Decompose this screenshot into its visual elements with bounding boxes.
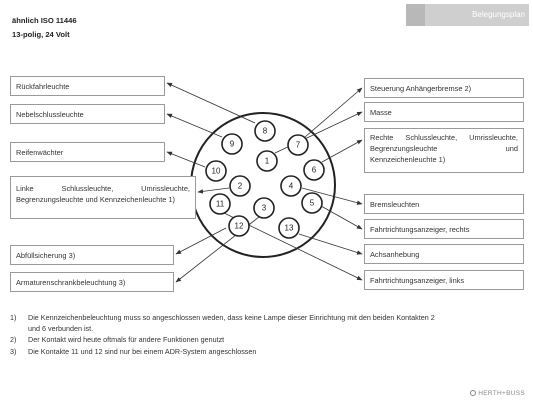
pin-7 (287, 134, 309, 156)
pin-2 (229, 175, 251, 197)
pin-2-number: 2 (238, 182, 243, 191)
brand-name: HERTH+BUSS (478, 390, 525, 397)
connector-pin7 (304, 87, 363, 138)
connector-pin6 (321, 139, 363, 163)
footnote-text: Der Kontakt wird heute oftmals für ander… (28, 335, 225, 344)
connector-pin8 (166, 82, 256, 124)
connector-pin9 (166, 113, 223, 138)
pin-11 (209, 193, 231, 215)
footnotes: 1) Die Kennzeichenbeleuchtung muss so an… (10, 313, 440, 358)
connector-pin10 (166, 151, 206, 168)
footnote-number: 3) (10, 346, 17, 356)
pin-12 (228, 215, 250, 237)
pin-8-number: 8 (263, 127, 268, 136)
label-indicator-right: Fahrtrichtungsanzeiger, rechts (364, 219, 524, 239)
pin-10 (205, 160, 227, 182)
label-brake-lights: Bremsleuchten (364, 194, 524, 214)
connector-pin12 (175, 227, 227, 255)
pin-13 (278, 217, 300, 239)
footnote: 2) Der Kontakt wird heute oftmals für an… (10, 335, 440, 346)
pin-5 (301, 192, 323, 214)
pin-13-number: 13 (285, 224, 294, 233)
pin-4-number: 4 (289, 182, 294, 191)
pin-9 (221, 133, 243, 155)
brand-mark-icon (470, 390, 477, 397)
pin-5-number: 5 (310, 199, 315, 208)
spec-standard: ähnlich ISO 11446 (12, 16, 77, 25)
brand-logo: HERTH+BUSS (470, 390, 525, 397)
pin-7-number: 7 (296, 141, 301, 150)
header-title: Belegungsplan (472, 10, 525, 19)
label-filling-safety: Abfüllsicherung 3) (10, 245, 174, 265)
footnote-text: Die Kontakte 11 und 12 sind nur bei eine… (28, 346, 257, 356)
pin-10-number: 10 (212, 167, 221, 176)
label-tyre-monitor: Reifenwächter (10, 142, 165, 162)
connector-pin5 (320, 205, 363, 230)
label-reverse-light: Rückfahrleuchte (10, 76, 165, 96)
label-trailer-brake-control: Steuerung Anhängerbremse 2) (364, 78, 524, 98)
pin-3-number: 3 (262, 204, 267, 213)
connector-pin13 (298, 233, 363, 255)
footnote-number: 2) (10, 335, 17, 344)
connector-pin2 (197, 187, 230, 194)
pins (205, 120, 325, 239)
label-axle-lift: Achsanhebung (364, 244, 524, 264)
footnote: 3) Die Kontakte 11 und 12 sind nur bei e… (10, 347, 440, 358)
label-indicator-left: Fahrtrichtungsanzeiger, links (364, 270, 524, 290)
pin-11-number: 11 (216, 200, 225, 209)
header-tab (425, 4, 529, 26)
pin-3 (253, 197, 275, 219)
pin-12-number: 12 (235, 222, 244, 231)
spec-poles-voltage: 13-polig, 24 Volt (12, 30, 70, 39)
pin-4 (280, 175, 302, 197)
label-left-tail-light: Linke Schlussleuchte, Umrissleuchte, Beg… (10, 176, 196, 219)
pin-1-number: 1 (265, 157, 270, 166)
pin-1 (256, 150, 278, 172)
connector-pin4 (301, 187, 363, 205)
pin-6 (303, 159, 325, 181)
pin-6-number: 6 (312, 166, 317, 175)
label-right-tail-light: Rechte Schlussleuchte, Umrissleuchte, Be… (364, 128, 524, 173)
label-rear-fog-light: Nebelschlussleuchte (10, 104, 165, 124)
footnote-number: 1) (10, 313, 17, 322)
footnote: 1) Die Kennzeichenbeleuchtung muss so an… (10, 313, 440, 334)
pin-9-number: 9 (230, 140, 235, 149)
footnote-text: Die Kennzeichenbeleuchtung muss so anges… (28, 313, 435, 333)
label-ground: Masse (364, 102, 524, 122)
pin-8 (254, 120, 276, 142)
label-cabinet-lighting: Armaturenschrankbeleuchtung 3) (10, 272, 174, 292)
